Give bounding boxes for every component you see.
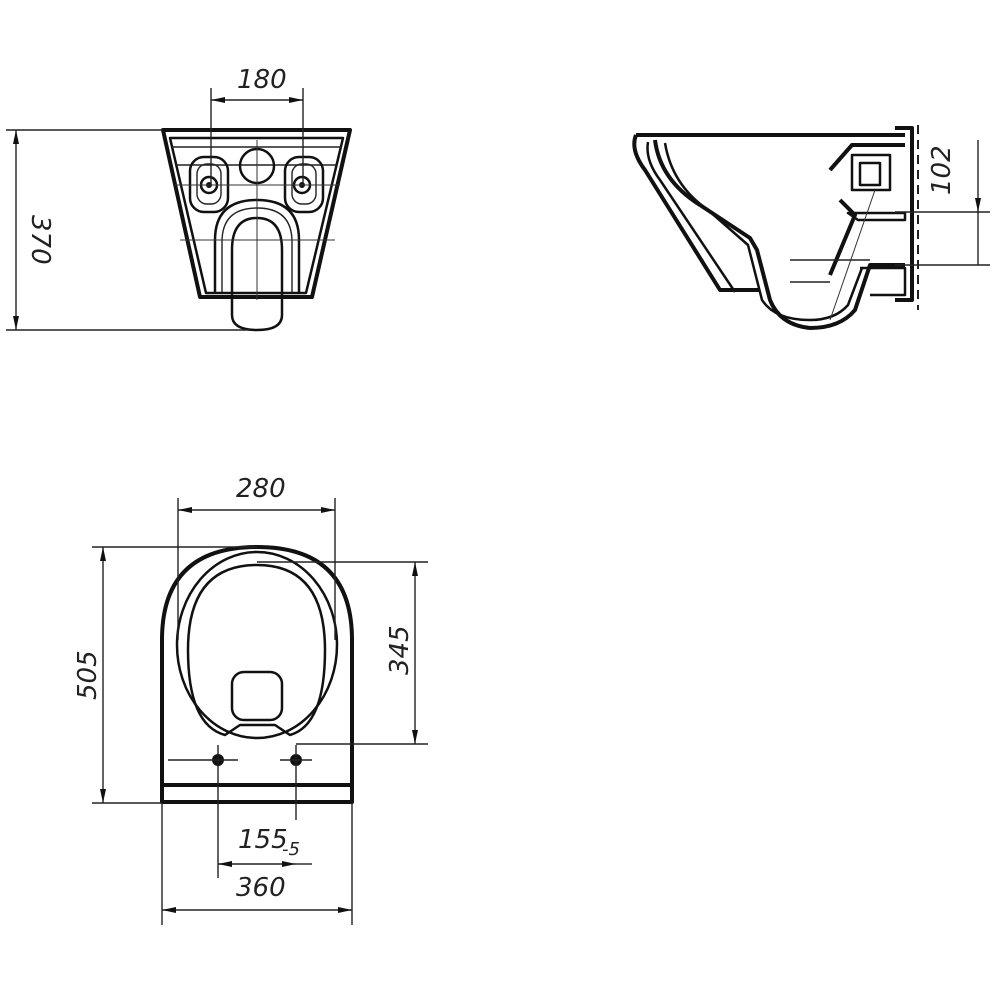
rear-view: 180 370	[6, 65, 352, 332]
dim-mounting-hole-spacing: 155	[238, 825, 288, 855]
dim-mounting-hole-tolerance: -5	[282, 839, 300, 860]
side-section-view: 102	[632, 125, 990, 330]
dim-rear-height: 370	[25, 215, 55, 265]
dim-bowl-width: 280	[236, 474, 286, 504]
dim-bolt-spacing: 180	[237, 65, 287, 95]
dim-overall-width: 360	[236, 873, 286, 903]
top-view: 280 505 345 155 -5 360	[73, 474, 428, 925]
dim-overall-length: 505	[73, 650, 103, 700]
dim-outlet-height: 102	[927, 145, 957, 195]
dim-bowl-opening-length: 345	[385, 625, 415, 675]
